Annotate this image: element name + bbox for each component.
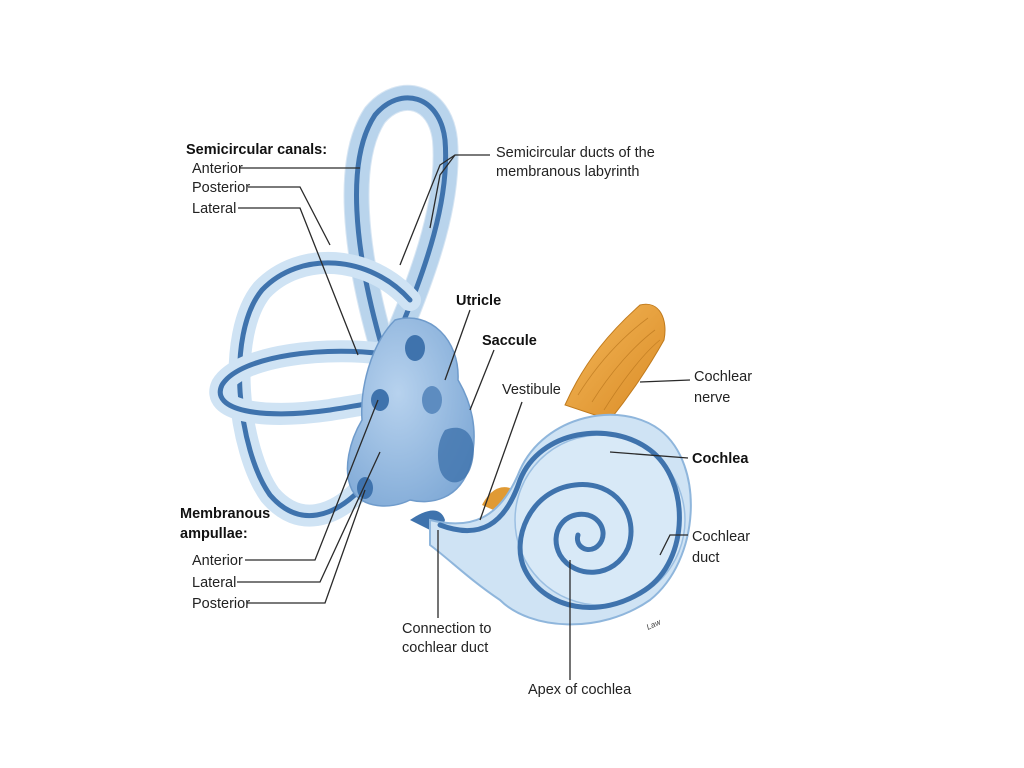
label-cochlear-nerve-1: Cochlear (694, 369, 752, 385)
label-semicircular-ducts-1: Semicircular ducts of the (496, 145, 655, 161)
label-anterior-canal: Anterior (192, 161, 243, 177)
label-ampulla-anterior: Anterior (192, 553, 243, 569)
artist-signature: Law (645, 617, 663, 632)
label-apex-of-cochlea: Apex of cochlea (528, 682, 632, 698)
label-lateral-canal: Lateral (192, 201, 236, 217)
label-membranous-ampullae-2: ampullae: (180, 526, 248, 542)
label-posterior-canal: Posterior (192, 180, 250, 196)
label-cochlear-duct-1: Cochlear (692, 529, 750, 545)
label-cochlear-duct-2: duct (692, 550, 719, 566)
label-utricle: Utricle (456, 293, 501, 309)
label-membranous-ampullae-1: Membranous (180, 506, 270, 522)
label-vestibule: Vestibule (502, 382, 561, 398)
label-ampulla-lateral: Lateral (192, 575, 236, 591)
cochlea (429, 413, 692, 626)
label-cochlear-nerve-2: nerve (694, 390, 730, 406)
label-connection-1: Connection to (402, 621, 491, 637)
label-saccule: Saccule (482, 333, 537, 349)
label-cochlea: Cochlea (692, 451, 749, 467)
anterior-semicircular-canal (343, 84, 459, 353)
leader-lines (237, 154, 691, 680)
labels: Semicircular canals: Anterior Posterior … (180, 142, 752, 698)
label-semicircular-ducts-2: membranous labyrinth (496, 164, 639, 180)
label-connection-2: cochlear duct (402, 640, 488, 656)
vestibule-body (346, 317, 475, 535)
lateral-semicircular-canal (209, 340, 401, 425)
label-semicircular-canals: Semicircular canals: (186, 142, 327, 158)
label-ampulla-posterior: Posterior (192, 596, 250, 612)
